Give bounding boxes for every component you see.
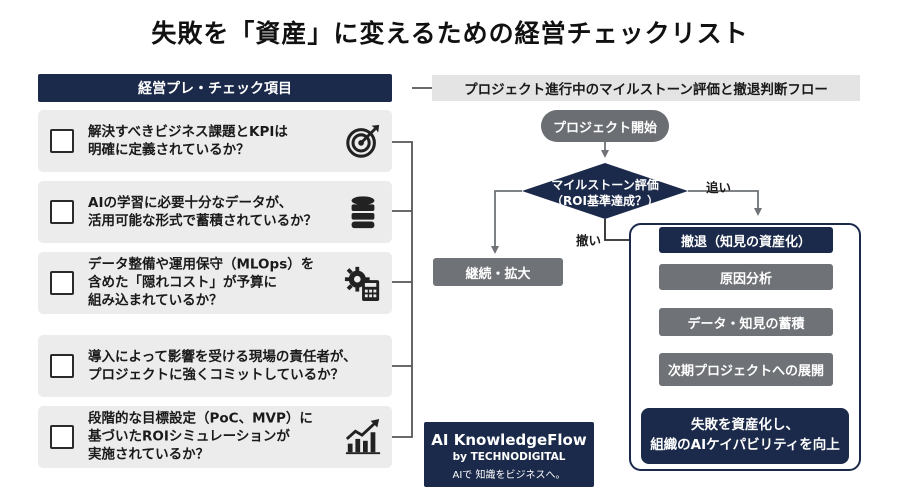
checklist-line: 解決すべきビジネス課題とKPIは (88, 123, 288, 140)
checkbox[interactable] (50, 425, 74, 449)
checklist-line: 実施されているか？ (88, 447, 210, 464)
decision-label-line1: マイルストーン評価 (551, 178, 659, 192)
next-project-node: 次期プロジェクトへの展開 (659, 353, 833, 386)
checkbox[interactable] (50, 200, 74, 224)
checklist-line: 明確に定義されているか？ (88, 142, 250, 158)
checklist-line: 活用可能な形式で蓄積されているか？ (88, 213, 318, 229)
checklist-item-text: AIの学習に必要十分なデータが、 活用可能な形式で蓄積されているか？ (88, 194, 317, 230)
checklist-item-5: 段階的な目標設定（PoC、MVP）に 基づいたROIシミュレーションが 実施され… (38, 406, 392, 468)
checkbox[interactable] (50, 129, 74, 153)
yes-edge-label: 追い (706, 180, 732, 195)
checklist-header: 経営プレ・チェック項目 (38, 74, 392, 102)
checklist-line: プロジェクトに強くコミットしているか？ (88, 367, 345, 383)
checklist-item-text: 導入によって影響を受ける現場の責任者が、 プロジェクトに強くコミットしているか？ (88, 348, 357, 384)
gear-calculator-icon (344, 266, 380, 302)
brand-tagline: AIで 知識をビジネスへ。 (452, 470, 566, 481)
database-icon (351, 196, 375, 229)
checklist-line: 導入によって影響を受ける現場の責任者が、 (88, 348, 357, 365)
checklist-line: 含めた「隠れコスト」が予算に (88, 274, 277, 291)
result-line2: 組織のAIケイパビリティを向上 (650, 437, 840, 453)
brand-title: AI KnowledgeFlow (431, 431, 587, 449)
continue-expand-node: 継続・拡大 (433, 258, 563, 286)
knowledge-accumulation-node: データ・知見の蓄積 (659, 308, 833, 336)
brand-subtitle: by TECHNODIGITAL (452, 451, 566, 463)
bracket-connector (392, 87, 432, 438)
checklist-item-1: 解決すべきビジネス課題とKPIは 明確に定義されているか？ (38, 110, 392, 172)
checklist-line: データ整備や運用保守（MLOps）を (88, 256, 315, 273)
result-line1: 失敗を資産化し、 (691, 417, 799, 434)
checkbox[interactable] (50, 271, 74, 295)
decision-label: マイルストーン評価 （ROI基準達成？） (527, 178, 683, 209)
decision-label-line2: （ROI基準達成？） (551, 193, 659, 208)
cause-analysis-node: 原因分析 (659, 264, 833, 290)
checklist-line: 組み込まれているか？ (88, 293, 223, 310)
checklist-item-3: データ整備や運用保守（MLOps）を 含めた「隠れコスト」が予算に 組み込まれて… (38, 252, 392, 314)
checklist-line: AIの学習に必要十分なデータが、 (88, 194, 293, 211)
checklist-line: 段階的な目標設定（PoC、MVP）に (88, 410, 313, 427)
checklist-item-text: 解決すべきビジネス課題とKPIは 明確に定義されているか？ (88, 123, 288, 159)
checklist-item-text: 段階的な目標設定（PoC、MVP）に 基づいたROIシミュレーションが 実施され… (88, 410, 313, 465)
checklist-line: 基づいたROIシミュレーションが (88, 428, 290, 445)
brand-logo-box: AI KnowledgeFlow by TECHNODIGITAL AIで 知識… (424, 422, 594, 487)
withdraw-node: 撤退（知見の資産化） (659, 227, 833, 253)
result-node: 失敗を資産化し、 組織のAIケイパビリティを向上 (641, 408, 849, 464)
checklist-item-2: AIの学習に必要十分なデータが、 活用可能な形式で蓄積されているか？ (38, 181, 392, 243)
page-title: 失敗を「資産」に変えるための経営チェックリスト (151, 19, 749, 48)
growth-chart-icon (345, 418, 381, 455)
flow-start-node: プロジェクト開始 (541, 110, 669, 142)
checkbox[interactable] (50, 354, 74, 378)
target-icon (346, 124, 380, 158)
checklist-item-text: データ整備や運用保守（MLOps）を 含めた「隠れコスト」が予算に 組み込まれて… (88, 256, 314, 311)
no-edge-label: 撤い (576, 233, 602, 248)
checklist-item-4: 導入によって影響を受ける現場の責任者が、 プロジェクトに強くコミットしているか？ (38, 335, 392, 397)
flow-header: プロジェクト進行中のマイルストーン評価と撤退判断フロー (432, 75, 860, 101)
